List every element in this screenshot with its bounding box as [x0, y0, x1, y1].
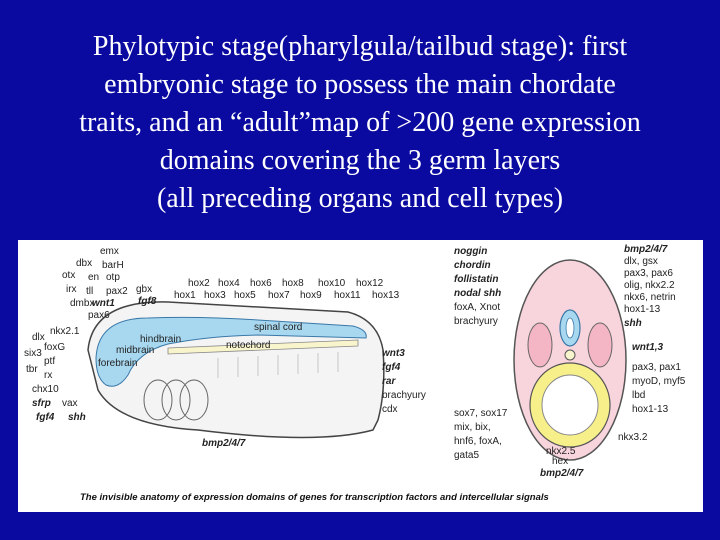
gene-label: pax3, pax1: [632, 362, 681, 373]
gene-label: sox7, sox17: [454, 408, 508, 419]
label-notochord: notochord: [226, 340, 270, 351]
gene-label: hox11: [334, 290, 361, 301]
gene-label: lbd: [632, 390, 645, 401]
gene-label: wnt3: [382, 348, 405, 359]
gene-label: myoD, myf5: [632, 376, 686, 387]
cross-right-top-genes: bmp2/4/7 dlx, gsx pax3, pax6 olig, nkx2.…: [624, 244, 676, 329]
gene-label: dlx: [32, 332, 45, 343]
title-line: (all preceding organs and cell types): [156, 183, 564, 214]
figure-svg: forebrain midbrain hindbrain spinal cord…: [24, 244, 686, 503]
gene-label: hox2: [188, 278, 210, 289]
gene-label: hox10: [318, 278, 346, 289]
slide-title: Phylotypic stage(pharylgula/tailbud stag…: [0, 28, 720, 218]
label-spinal-cord: spinal cord: [254, 322, 302, 333]
gene-label: pax6: [88, 310, 110, 321]
gene-label: otx: [62, 270, 75, 281]
figure-caption: The invisible anatomy of expression doma…: [80, 492, 549, 503]
gene-label: ptf: [44, 356, 55, 367]
gene-label: foxG: [44, 342, 65, 353]
gene-label: hox6: [250, 278, 272, 289]
gene-label: wnt1: [92, 298, 115, 309]
gene-label: bmp2/4/7: [202, 438, 246, 449]
gene-label: nkx3.2: [618, 432, 648, 443]
gene-label: fgf4: [36, 412, 55, 423]
label-forebrain: forebrain: [98, 358, 137, 369]
somites: [217, 352, 339, 378]
title-line: traits, and an “adult”map of >200 gene e…: [79, 107, 641, 138]
gene-label: hox12: [356, 278, 384, 289]
gene-label: bmp2/4/7: [624, 244, 668, 255]
gene-label: nkx2.5: [546, 446, 576, 457]
gene-label: shh: [624, 318, 642, 329]
gene-label: fgf8: [138, 296, 157, 307]
gene-label: emx: [100, 246, 119, 257]
gene-label: chx10: [32, 384, 59, 395]
gene-label: nkx2.1: [50, 326, 80, 337]
notochord: [167, 339, 359, 355]
gene-label: fgf4: [382, 362, 401, 373]
gene-label: hox5: [234, 290, 256, 301]
gene-label: six3: [24, 348, 42, 359]
cross-bottom-left-genes: sox7, sox17 mix, bix, hnf6, foxA, gata5: [454, 408, 508, 461]
gene-label: vax: [62, 398, 78, 409]
label-hindbrain: hindbrain: [140, 334, 181, 345]
gene-label: mix, bix,: [454, 422, 491, 433]
gene-label: hox1: [174, 290, 196, 301]
gene-label: barH: [102, 260, 124, 271]
gene-label: hox4: [218, 278, 240, 289]
tail-genes: wnt3 fgf4 rar brachyury cdx: [382, 348, 426, 415]
title-line: Phylotypic stage(pharylgula/tailbud stag…: [92, 31, 628, 62]
gene-label: brachyury: [382, 390, 426, 401]
cross-bottom-center-genes: nkx2.5 hex bmp2/4/7: [540, 446, 584, 479]
gene-label: nkx6, netrin: [624, 292, 676, 303]
figure-panel: forebrain midbrain hindbrain spinal cord…: [18, 240, 703, 512]
gene-label: hox1-13: [632, 404, 669, 415]
gene-label: hox3: [204, 290, 226, 301]
gene-label: hox9: [300, 290, 322, 301]
gene-label: pax2: [106, 286, 128, 297]
gene-label: dlx, gsx: [624, 256, 658, 267]
gene-label: wnt1,3: [632, 342, 664, 353]
gene-label: shh: [68, 412, 86, 423]
gene-label: cdx: [382, 404, 398, 415]
pharyngeal-arches: [143, 379, 209, 421]
gene-label: hox1-13: [624, 304, 661, 315]
neural-tube: [95, 316, 367, 387]
gene-label: hox13: [372, 290, 400, 301]
gene-label: noggin: [454, 246, 487, 257]
gene-label: en: [88, 272, 99, 283]
cross-section: [513, 259, 627, 461]
gene-label: sfrp: [32, 398, 51, 409]
gene-label: follistatin: [454, 274, 498, 285]
gene-label: hox8: [282, 278, 304, 289]
gene-label: hnf6, foxA,: [454, 436, 502, 447]
gene-label: bmp2/4/7: [540, 468, 584, 479]
cross-left-genes: noggin chordin follistatin nodal shh fox…: [454, 246, 501, 327]
title-line: domains covering the 3 germ layers: [159, 145, 561, 176]
gene-label: tll: [86, 286, 93, 297]
hox-row-2: hox1 hox3 hox5 hox7 hox9 hox11 hox13: [174, 290, 400, 301]
gene-label: tbr: [26, 364, 38, 375]
gene-label: otp: [106, 272, 120, 283]
gene-label: gbx: [136, 284, 152, 295]
gene-label: rar: [382, 376, 396, 387]
hox-row-1: hox2 hox4 hox6 hox8 hox10 hox12: [188, 278, 384, 289]
gene-label: gata5: [454, 450, 479, 461]
gene-label: chordin: [454, 260, 491, 271]
gene-label: rx: [44, 370, 52, 381]
cross-right-mid-genes: wnt1,3 pax3, pax1 myoD, myf5 lbd hox1-13: [632, 342, 686, 415]
gene-label: hex: [552, 456, 568, 467]
gene-label: dbx: [76, 258, 92, 269]
gene-label: foxA, Xnot: [454, 302, 500, 313]
left-genes: dlx nkx2.1 six3 foxG tbr ptf rx chx10 sf…: [24, 326, 86, 423]
label-midbrain: midbrain: [116, 345, 154, 356]
gene-label: irx: [66, 284, 77, 295]
gene-label: hox7: [268, 290, 290, 301]
title-line: embryonic stage to possess the main chor…: [104, 69, 616, 100]
gene-label: dmbx: [70, 298, 94, 309]
gene-label: pax3, pax6: [624, 268, 673, 279]
gene-label: brachyury: [454, 316, 498, 327]
gene-label: olig, nkx2.2: [624, 280, 675, 291]
gene-label: nodal shh: [454, 288, 501, 299]
